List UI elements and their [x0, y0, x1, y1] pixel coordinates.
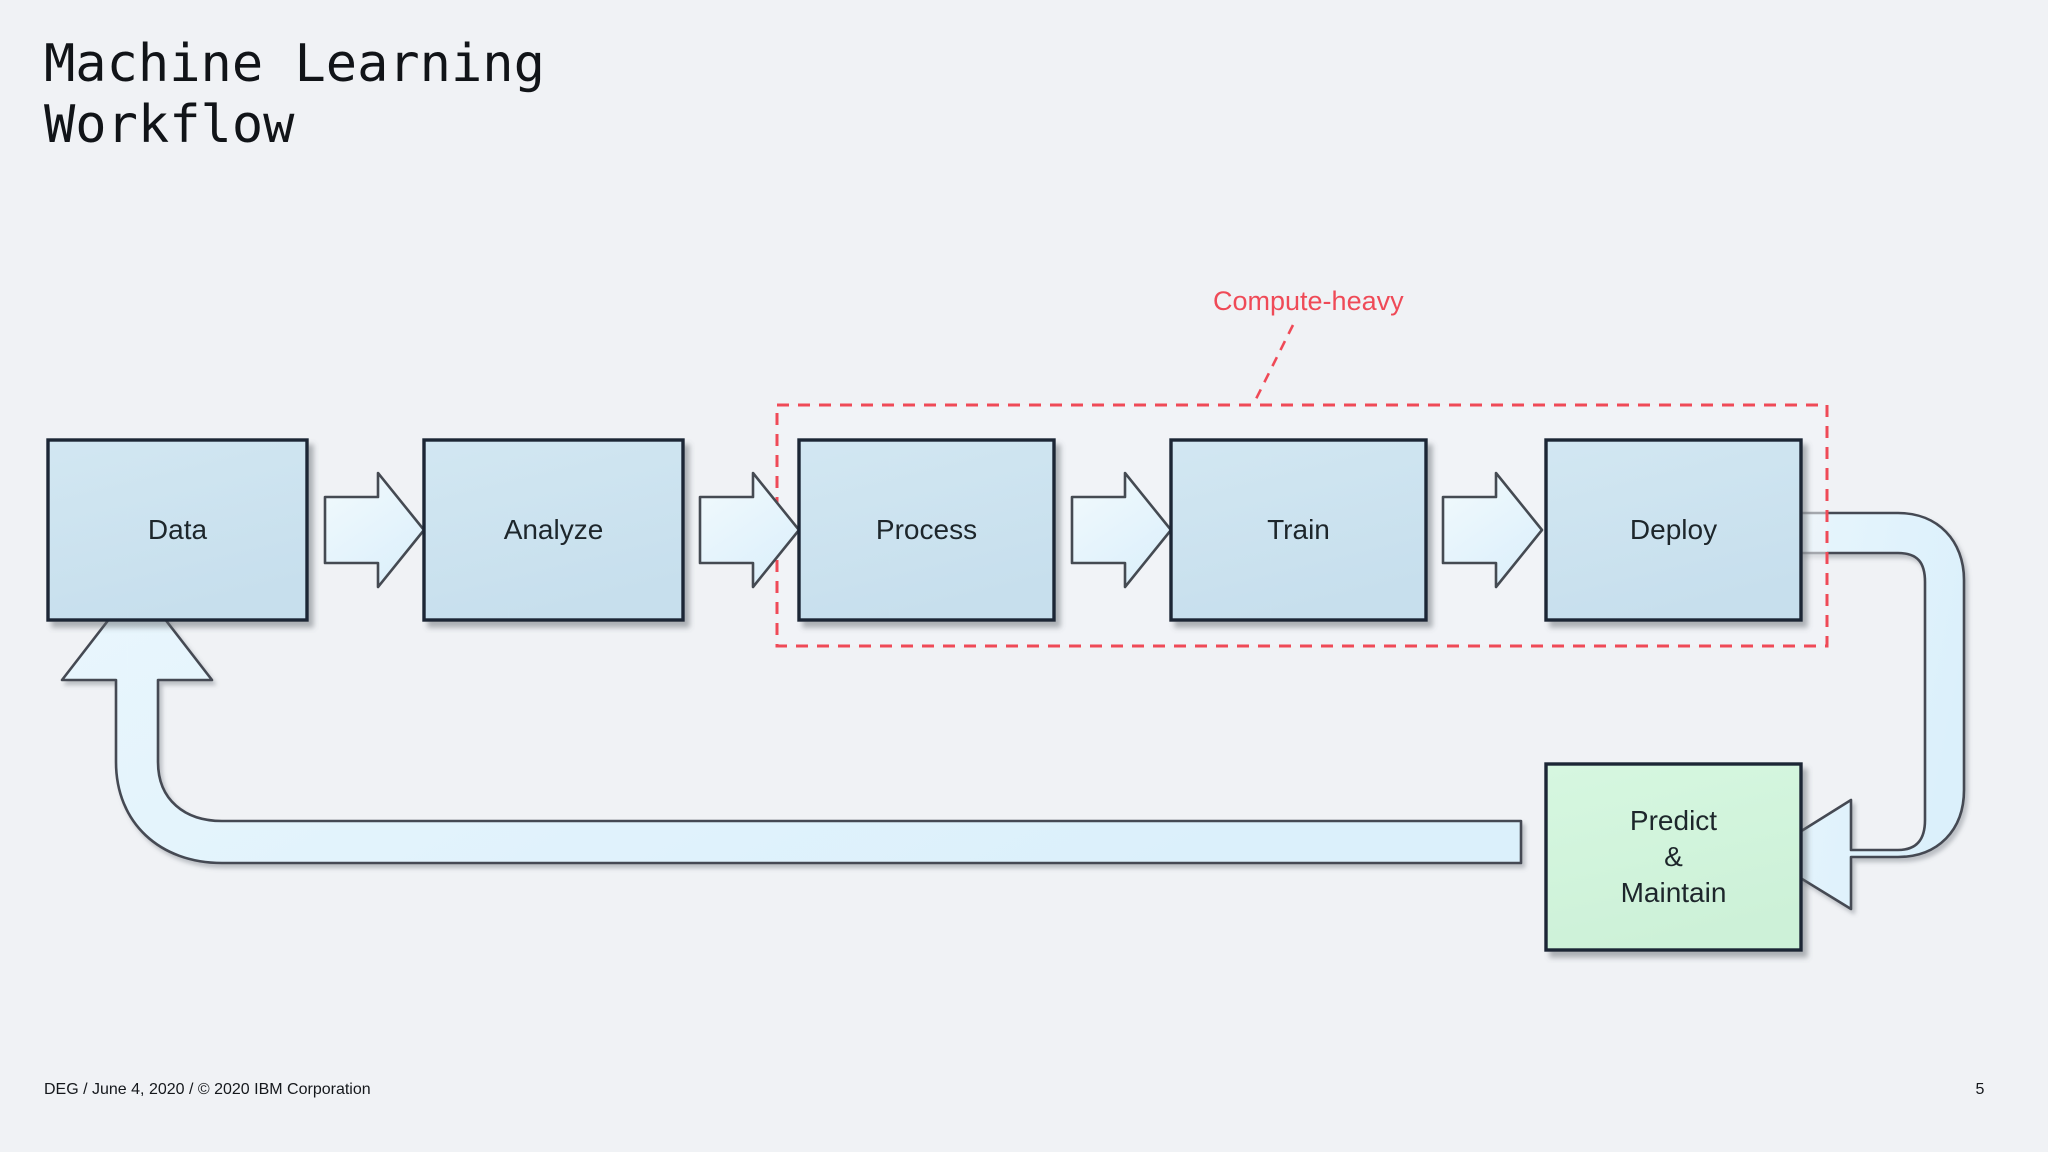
node-box-predict-maintain[interactable] [1544, 762, 1803, 952]
node-box-analyze[interactable] [422, 438, 685, 622]
node-box-deploy[interactable] [1544, 438, 1803, 622]
node-box-data[interactable] [46, 438, 309, 622]
connector-analyze-to-process [698, 471, 801, 589]
node-box-train[interactable] [1169, 438, 1428, 622]
connector-process-to-train [1070, 471, 1173, 589]
page-title: Machine Learning Workflow [44, 34, 545, 156]
compute-heavy-leader-line [1251, 324, 1295, 406]
compute-heavy-annotation-label: Compute-heavy [1213, 286, 1404, 316]
footer-page-number: 5 [1975, 1081, 1985, 1098]
connector-deploy-to-predict [1761, 511, 1966, 911]
footer-attribution: DEG / June 4, 2020 / © 2020 IBM Corporat… [44, 1081, 371, 1098]
connector-data-to-analyze [323, 471, 426, 589]
connector-predict-to-data [60, 581, 1523, 865]
connector-train-to-deploy [1441, 471, 1544, 589]
node-box-process[interactable] [797, 438, 1056, 622]
